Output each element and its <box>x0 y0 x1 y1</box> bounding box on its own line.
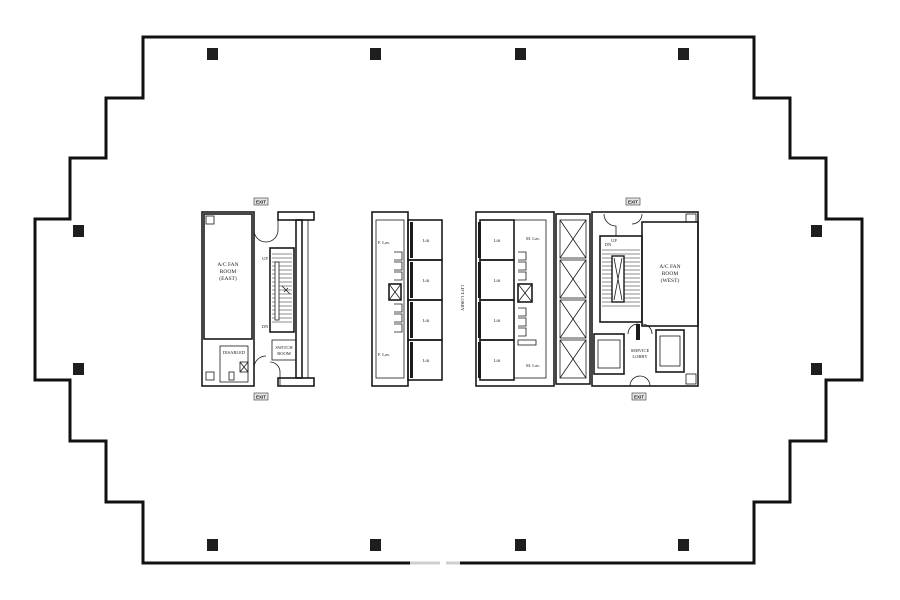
stair-down-label-west: DN <box>605 242 612 247</box>
column <box>678 539 689 551</box>
column <box>811 225 822 237</box>
svg-text:EXIT: EXIT <box>628 200 638 205</box>
female-lavatory-bottom-label: F. Lav. <box>378 352 390 357</box>
column <box>370 539 381 551</box>
exit-sign-east-bottom: EXIT <box>253 392 269 401</box>
column <box>73 225 84 237</box>
column <box>73 363 84 375</box>
column <box>207 48 218 60</box>
ac-fan-room-west-label: A/C FAN <box>659 264 680 270</box>
male-lavatory-top-label: M. Lav. <box>526 236 540 241</box>
column <box>811 363 822 375</box>
building-outline <box>33 35 864 566</box>
lift-label: Lift <box>494 238 501 243</box>
svg-text:EXIT: EXIT <box>256 395 266 400</box>
svg-text:EXIT: EXIT <box>634 395 644 400</box>
column <box>515 539 526 551</box>
west-core: EXIT EXIT DN UP A/C FAN ROOM (WEST) <box>591 197 699 401</box>
lift-bank-right: Lift Lift Lift Lift <box>478 219 515 381</box>
disabled-toilet-label: DISABLED <box>223 350 246 355</box>
service-lobby-label: SERVICE <box>631 348 650 353</box>
ac-fan-room-east-label-2: ROOM <box>220 269 237 275</box>
lift-label: Lift <box>423 238 430 243</box>
female-lavatory-top-label: F. Lav. <box>378 240 390 245</box>
male-lavatory-bottom-label: M. Lav. <box>526 363 540 368</box>
column <box>370 48 381 60</box>
column <box>207 539 218 551</box>
switch-room-label-2: ROOM <box>277 351 291 356</box>
exit-sign-east-top: EXIT <box>253 197 269 206</box>
ac-fan-room-east-label: A/C FAN <box>217 262 238 268</box>
central-core-left: F. Lav. F. Lav. Lift Lift Lift Lift <box>371 211 443 387</box>
east-core: EXIT EXIT A/C FAN ROOM (EAST) DISABLED <box>201 197 315 401</box>
ac-fan-room-west-label-2: ROOM <box>662 271 679 277</box>
stair-down-label: DN <box>262 324 269 329</box>
column <box>515 48 526 60</box>
structural-columns <box>73 48 822 551</box>
service-lobby-label-2: LOBBY <box>632 354 648 359</box>
lift-label: Lift <box>423 318 430 323</box>
ac-fan-room-west-label-3: (WEST) <box>661 277 680 284</box>
stair-up-label-west: UP <box>611 238 617 243</box>
lift-lobby-label: LIFT LOBBY <box>460 285 465 312</box>
lift-label: Lift <box>494 358 501 363</box>
lift-label: Lift <box>423 278 430 283</box>
lift-label: Lift <box>494 318 501 323</box>
lift-label: Lift <box>423 358 430 363</box>
central-core-right: Lift Lift Lift Lift M. Lav. M. Lav. <box>475 211 591 387</box>
lift-bank-left: Lift Lift Lift Lift <box>407 219 443 381</box>
switch-room-label: SWITCH <box>275 345 293 350</box>
ac-fan-room-east-label-3: (EAST) <box>219 275 237 282</box>
exit-sign-west-top: EXIT <box>625 197 641 206</box>
column <box>678 48 689 60</box>
lift-label: Lift <box>494 278 501 283</box>
stair-up-label: UP <box>262 256 268 261</box>
svg-text:EXIT: EXIT <box>256 200 266 205</box>
exit-sign-west-bottom: EXIT <box>631 392 647 401</box>
service-shafts <box>555 213 591 385</box>
